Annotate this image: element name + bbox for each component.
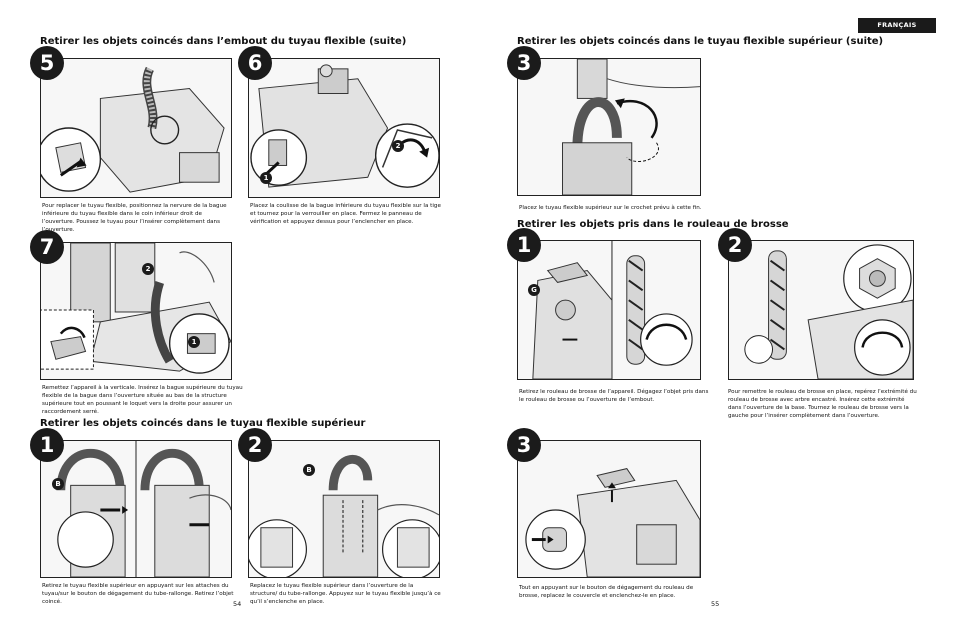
illustration-upper-step1	[40, 440, 232, 578]
hose-on-hook-illustration	[518, 59, 700, 195]
illustration-brush-step3	[517, 440, 701, 578]
caption-upper-step1-text: Retirez le tuyau flexible supérieur en a…	[42, 583, 234, 605]
caption-brush-step2-text: Pour remettre le rouleau de brosse en pl…	[728, 389, 917, 419]
caption-step5-text: Pour replacer le tuyau flexible, positio…	[42, 203, 227, 233]
vacuum-panel-illustration	[249, 59, 439, 197]
step-number-badge: 1	[507, 228, 541, 262]
caption-upper-step3-text: Placez le tuyau flexible supérieur sur l…	[519, 205, 702, 211]
page-number-right: 55	[711, 600, 720, 608]
section-heading-brushroll: Retirer les objets pris dans le rouleau …	[517, 219, 789, 230]
illustration-step6	[248, 58, 440, 198]
illustration-brush-step1	[517, 240, 701, 380]
vacuum-hose-illustration	[41, 59, 231, 197]
caption-upper-step2-text: Replacez le tuyau flexible supérieur dan…	[250, 583, 441, 605]
step-number-badge: 1	[30, 428, 64, 462]
page-number-left: 54	[233, 600, 242, 608]
brushroll-removal-illustration	[518, 241, 700, 379]
section-heading-upper-hose-cont: Retirer les objets coincés dans le tuyau…	[517, 36, 884, 47]
illustration-upper-step3	[517, 58, 701, 196]
caption-upper-step2: Replacez le tuyau flexible supérieur dan…	[250, 582, 442, 606]
brush-cover-illustration	[518, 441, 700, 577]
caption-brush-step1-text: Retirez le rouleau de brosse de l’appare…	[519, 389, 709, 403]
callout-label: B	[52, 478, 64, 490]
callout-number: 2	[392, 140, 404, 152]
step-number-badge: 5	[30, 46, 64, 80]
step-number-badge: 3	[507, 46, 541, 80]
step-number-badge: 2	[238, 428, 272, 462]
caption-brush-step2: Pour remettre le rouleau de brosse en pl…	[728, 388, 918, 420]
vacuum-upright-illustration	[41, 243, 231, 379]
caption-step7-text: Remettez l’appareil à la verticale. Insé…	[42, 385, 243, 415]
step-number-badge: 7	[30, 230, 64, 264]
caption-step6: Placez la coulisse de la bague inférieur…	[250, 202, 442, 226]
caption-step6-text: Placez la coulisse de la bague inférieur…	[250, 203, 441, 225]
illustration-step5	[40, 58, 232, 198]
upper-hose-replace-illustration	[249, 441, 439, 577]
callout-label: G	[528, 284, 540, 296]
callout-number: 1	[188, 336, 200, 348]
upper-hose-removal-illustration	[41, 441, 231, 577]
caption-upper-step1: Retirez le tuyau flexible supérieur en a…	[42, 582, 234, 606]
step-number-badge: 6	[238, 46, 272, 80]
callout-label: B	[303, 464, 315, 476]
caption-step5: Pour replacer le tuyau flexible, positio…	[42, 202, 234, 234]
callout-number: 2	[142, 263, 154, 275]
section-heading-upper-hose: Retirer les objets coincés dans le tuyau…	[40, 418, 366, 429]
illustration-upper-step2	[248, 440, 440, 578]
callout-number: 1	[260, 172, 272, 184]
caption-brush-step3-text: Tout en appuyant sur le bouton de dégage…	[519, 585, 694, 599]
caption-step7: Remettez l’appareil à la verticale. Insé…	[42, 384, 254, 416]
caption-brush-step1: Retirez le rouleau de brosse de l’appare…	[519, 388, 709, 404]
section-heading-hose-end-cont: Retirer les objets coincés dans l’embout…	[40, 36, 407, 47]
step-number-badge: 2	[718, 228, 752, 262]
brushroll-insert-illustration	[729, 241, 913, 379]
language-tab: FRANÇAIS	[858, 18, 936, 33]
illustration-brush-step2	[728, 240, 914, 380]
caption-brush-step3: Tout en appuyant sur le bouton de dégage…	[519, 584, 709, 600]
step-number-badge: 3	[507, 428, 541, 462]
illustration-step7	[40, 242, 232, 380]
caption-upper-step3: Placez le tuyau flexible supérieur sur l…	[519, 204, 719, 212]
